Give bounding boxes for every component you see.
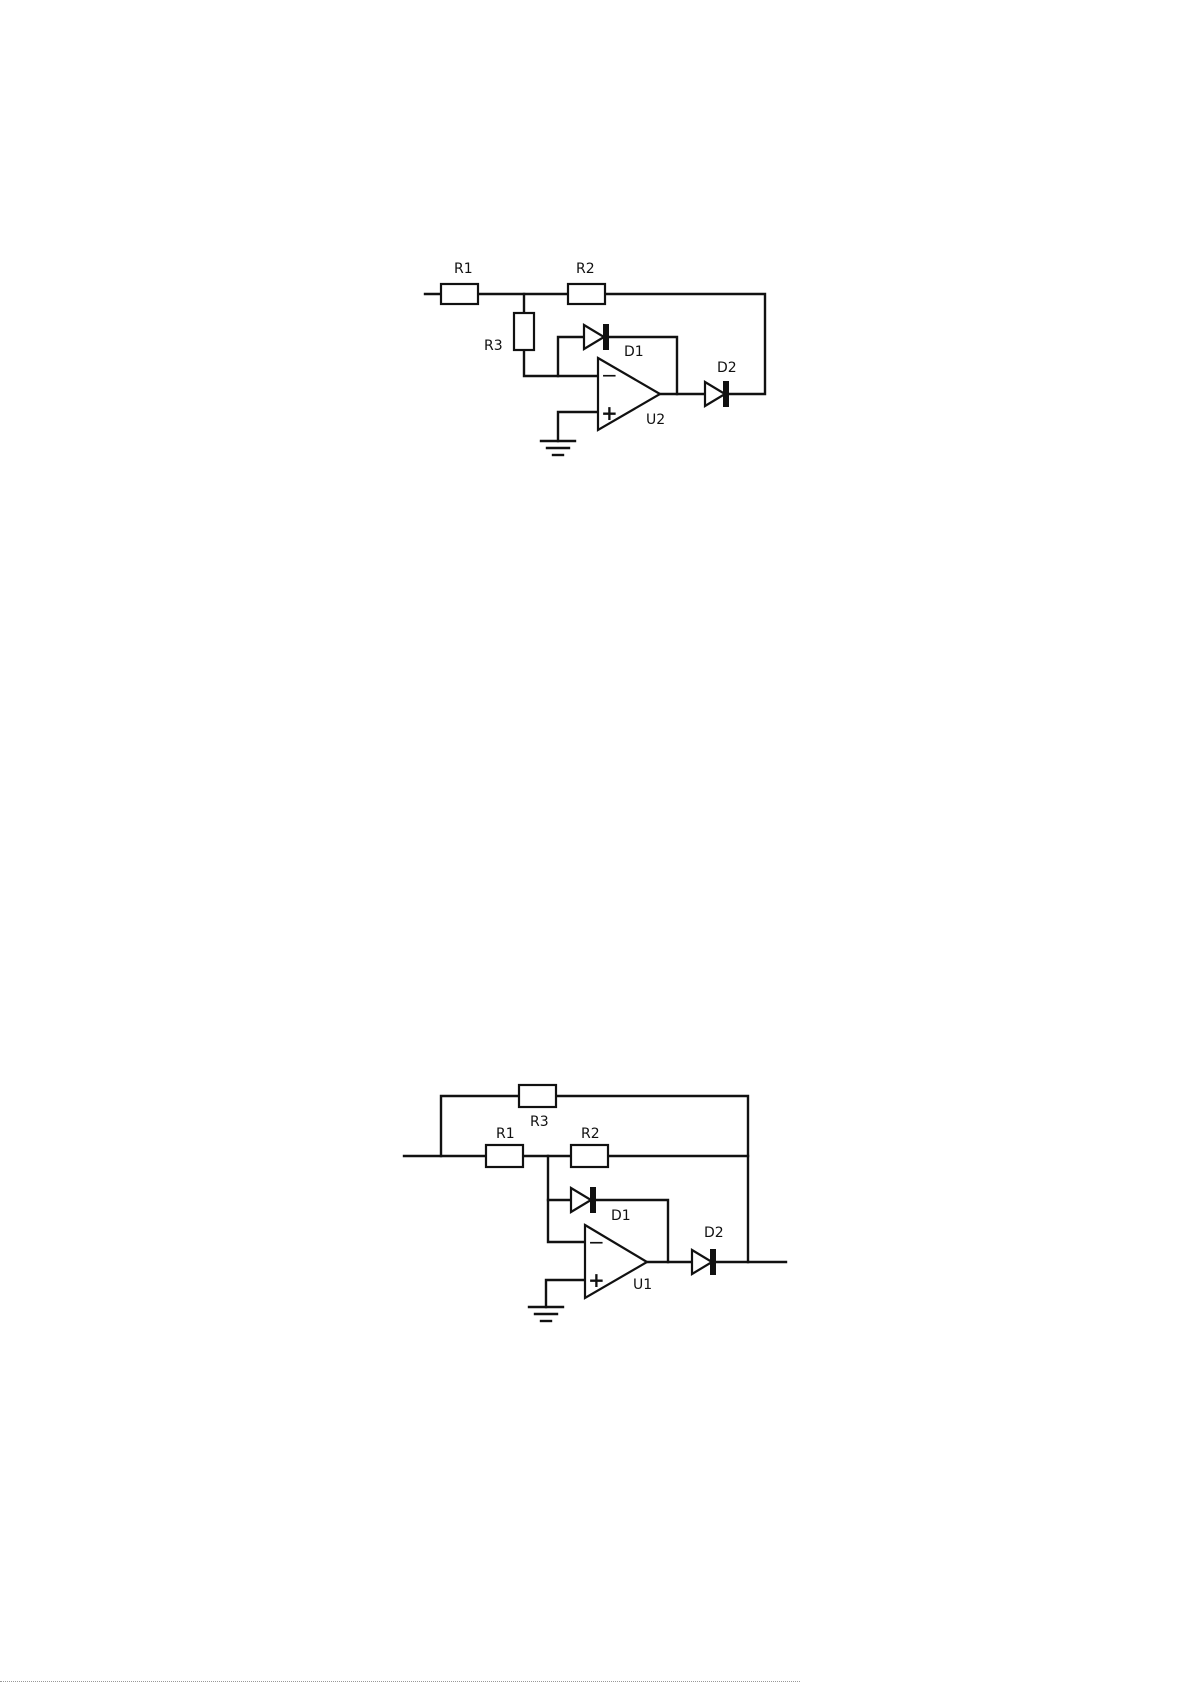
resistor-r3 bbox=[519, 1085, 556, 1107]
label-opamp: U1 bbox=[633, 1277, 652, 1293]
diode-d1 bbox=[584, 325, 604, 349]
label-minus: − bbox=[601, 363, 618, 387]
diode-d1-cathode bbox=[603, 324, 609, 350]
label-d1: D1 bbox=[624, 344, 644, 360]
wire-r3-inverting bbox=[524, 350, 598, 376]
ground-icon bbox=[529, 1307, 563, 1321]
wire-ground bbox=[546, 1280, 585, 1307]
label-d2: D2 bbox=[717, 360, 737, 376]
diode-d1 bbox=[571, 1188, 591, 1212]
label-r2: R2 bbox=[576, 261, 595, 277]
diode-d1-cathode bbox=[590, 1187, 596, 1213]
resistor-r2 bbox=[571, 1145, 608, 1167]
circuit-bottom: R3 R1 R2 D1 D2 U1 − + bbox=[404, 1085, 786, 1321]
label-r3: R3 bbox=[484, 338, 503, 354]
diode-d2-cathode bbox=[710, 1249, 716, 1275]
label-d1: D1 bbox=[611, 1208, 631, 1224]
label-r1: R1 bbox=[454, 261, 473, 277]
resistor-r3 bbox=[514, 313, 534, 350]
wire-ground bbox=[558, 412, 598, 441]
diode-d2 bbox=[692, 1250, 712, 1274]
wire-d1-left bbox=[558, 337, 584, 376]
ground-icon bbox=[541, 441, 575, 455]
resistor-r1 bbox=[441, 284, 478, 304]
diode-d2-cathode bbox=[723, 381, 729, 407]
page-bottom-edge bbox=[0, 1681, 800, 1686]
circuit-top: R1 R2 R3 D1 D2 U2 − + bbox=[425, 261, 765, 455]
resistor-r1 bbox=[486, 1145, 523, 1167]
resistor-r2 bbox=[568, 284, 605, 304]
label-minus: − bbox=[588, 1230, 605, 1254]
label-plus: + bbox=[588, 1268, 605, 1292]
label-r3: R3 bbox=[530, 1114, 549, 1130]
diode-d2 bbox=[705, 382, 725, 406]
label-d2: D2 bbox=[704, 1225, 724, 1241]
label-opamp: U2 bbox=[646, 412, 665, 428]
label-r2: R2 bbox=[581, 1126, 600, 1142]
label-plus: + bbox=[601, 401, 618, 425]
label-r1: R1 bbox=[496, 1126, 515, 1142]
